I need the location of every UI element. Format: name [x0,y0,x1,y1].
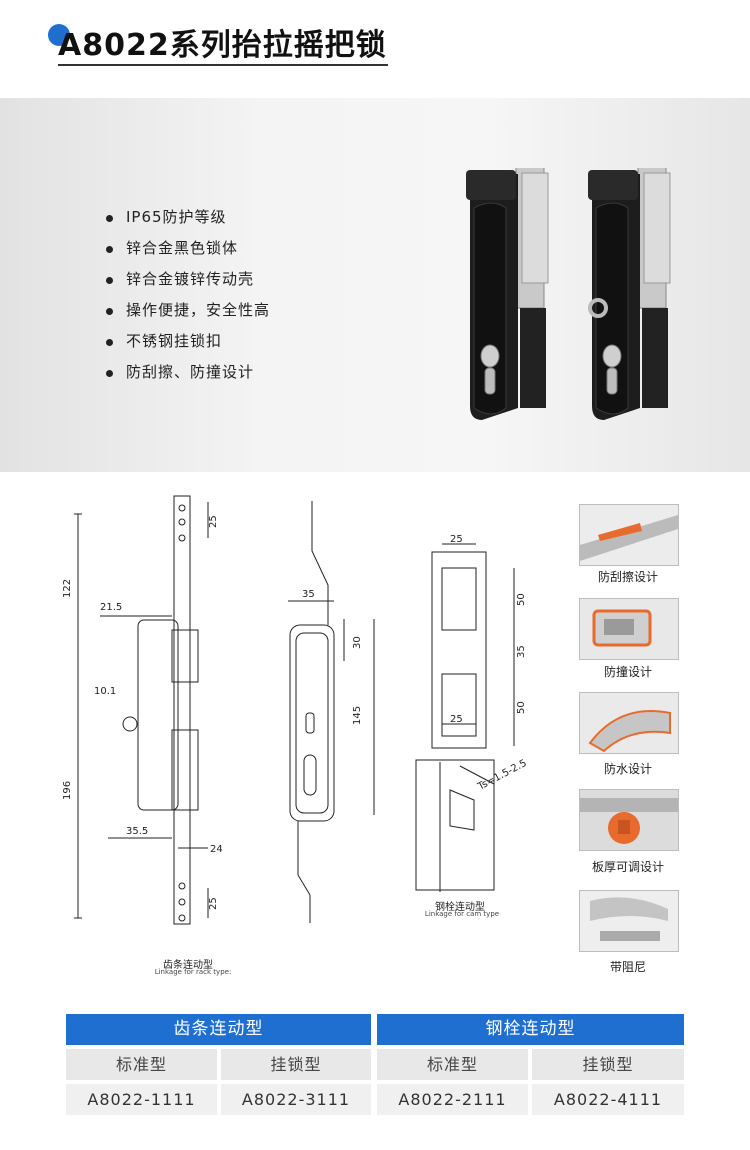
table-group-row: 齿条连动型 钢栓连动型 [66,1014,684,1045]
thumb-label: 板厚可调设计 [591,860,664,874]
damping-thumb [579,890,679,952]
dim-cam-25-top: 25 [450,534,463,545]
dim-35: 35 [302,589,315,600]
waterproof-thumb [579,692,679,754]
feature-list: IP65防护等级 锌合金黑色锁体 锌合金镀锌传动壳 操作便捷，安全性高 不锈钢挂… [104,202,270,388]
group-header-rack: 齿条连动型 [66,1014,371,1045]
group-header-cam: 钢栓连动型 [377,1014,684,1045]
type-cell: 挂锁型 [532,1049,684,1080]
type-cell: 标准型 [66,1049,217,1080]
dim-35-5: 35.5 [126,826,148,837]
cam-caption: 钢栓连动型 [435,902,485,913]
anti-collision-thumb [579,598,679,660]
dim-ts: Ts=1.5-2.5 [475,758,528,793]
dim-10-1: 10.1 [94,686,116,697]
page-header: A8022系列抬拉摇把锁 [48,14,408,70]
thumb-label: 防水设计 [603,762,652,776]
dim-24: 24 [210,844,223,855]
dim-30: 30 [352,636,363,649]
cam-type-drawing: 25 50 35 50 25 Ts=1.5-2.5 [415,534,529,892]
dim-cam-50-top: 50 [516,593,527,606]
dim-21-5: 21.5 [100,602,122,613]
table-type-row: 标准型 挂锁型 标准型 挂锁型 [66,1049,684,1080]
feature-item: IP65防护等级 [104,202,270,233]
rack-type-drawing: 122 196 21.5 10.1 35.5 24 25 25 [62,495,223,925]
title-underline [58,64,388,66]
model-cell: A8022-3111 [221,1084,371,1115]
type-cell: 挂锁型 [221,1049,371,1080]
dim-25-bottom: 25 [208,897,219,910]
feature-item: 操作便捷，安全性高 [104,295,270,326]
page-title: A8022系列抬拉摇把锁 [58,28,387,63]
scratch-proof-thumb [579,504,679,566]
cam-caption-en: Linkage for cam type [424,910,500,918]
thumb-label: 防刮擦设计 [597,570,658,584]
model-cell: A8022-1111 [66,1084,217,1115]
dim-cam-35: 35 [516,645,527,658]
thumb-label: 带阻尼 [609,960,646,974]
rack-caption: 齿条连动型 [163,960,213,971]
feature-item: 锌合金镀锌传动壳 [104,264,270,295]
table-model-row: A8022-1111 A8022-3111 A8022-2111 A8022-4… [66,1084,684,1115]
model-cell: A8022-2111 [377,1084,528,1115]
dim-196: 196 [62,781,73,800]
front-view-drawing: 35 30 145 [288,501,375,923]
dim-cam-50-bottom: 50 [516,701,527,714]
rack-caption-en: Linkage for rack type: [154,968,232,976]
lock-standard-image [466,168,549,420]
feature-item: 锌合金黑色锁体 [104,233,270,264]
dim-25-top: 25 [208,515,219,528]
lock-padlock-image [588,168,671,420]
model-cell: A8022-4111 [532,1084,684,1115]
adjustable-thickness-thumb [579,789,679,851]
title-dot-icon [48,24,70,46]
thumb-label: 防撞设计 [603,665,652,679]
feature-item: 防刮擦、防撞设计 [104,357,270,388]
dim-cam-25-bottom: 25 [450,714,463,725]
dim-145: 145 [352,706,363,725]
feature-item: 不锈钢挂锁扣 [104,326,270,357]
type-cell: 标准型 [377,1049,528,1080]
dim-122: 122 [62,579,73,598]
